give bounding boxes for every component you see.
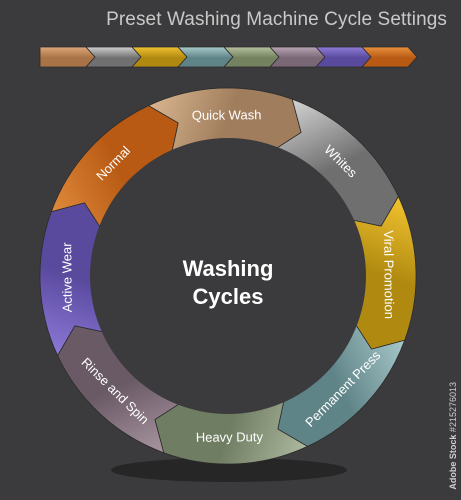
center-label-line-2: Cycles (193, 284, 264, 309)
stock-watermark: Adobe Stock #215276013 (448, 382, 458, 490)
cycle-label: Viral Promotion (381, 230, 397, 319)
page-title: Preset Washing Machine Cycle Settings (106, 9, 447, 30)
cycle-label: Active Wear (59, 242, 75, 313)
center-label-line-1: Washing (183, 256, 274, 281)
ring-shadow (111, 458, 347, 482)
watermark-brand: Adobe Stock (448, 434, 458, 490)
header-arrow-segment (39, 46, 96, 68)
cycle-label: Heavy Duty (196, 429, 264, 445)
watermark-id: #215276013 (448, 382, 458, 433)
cycle-ring (39, 87, 417, 465)
header-arrow-segment (361, 46, 418, 68)
ring-hole (90, 138, 366, 414)
cycle-label: Quick Wash (192, 107, 262, 123)
header-arrow-bar (39, 46, 418, 68)
center-label: Washing Cycles (183, 256, 274, 309)
